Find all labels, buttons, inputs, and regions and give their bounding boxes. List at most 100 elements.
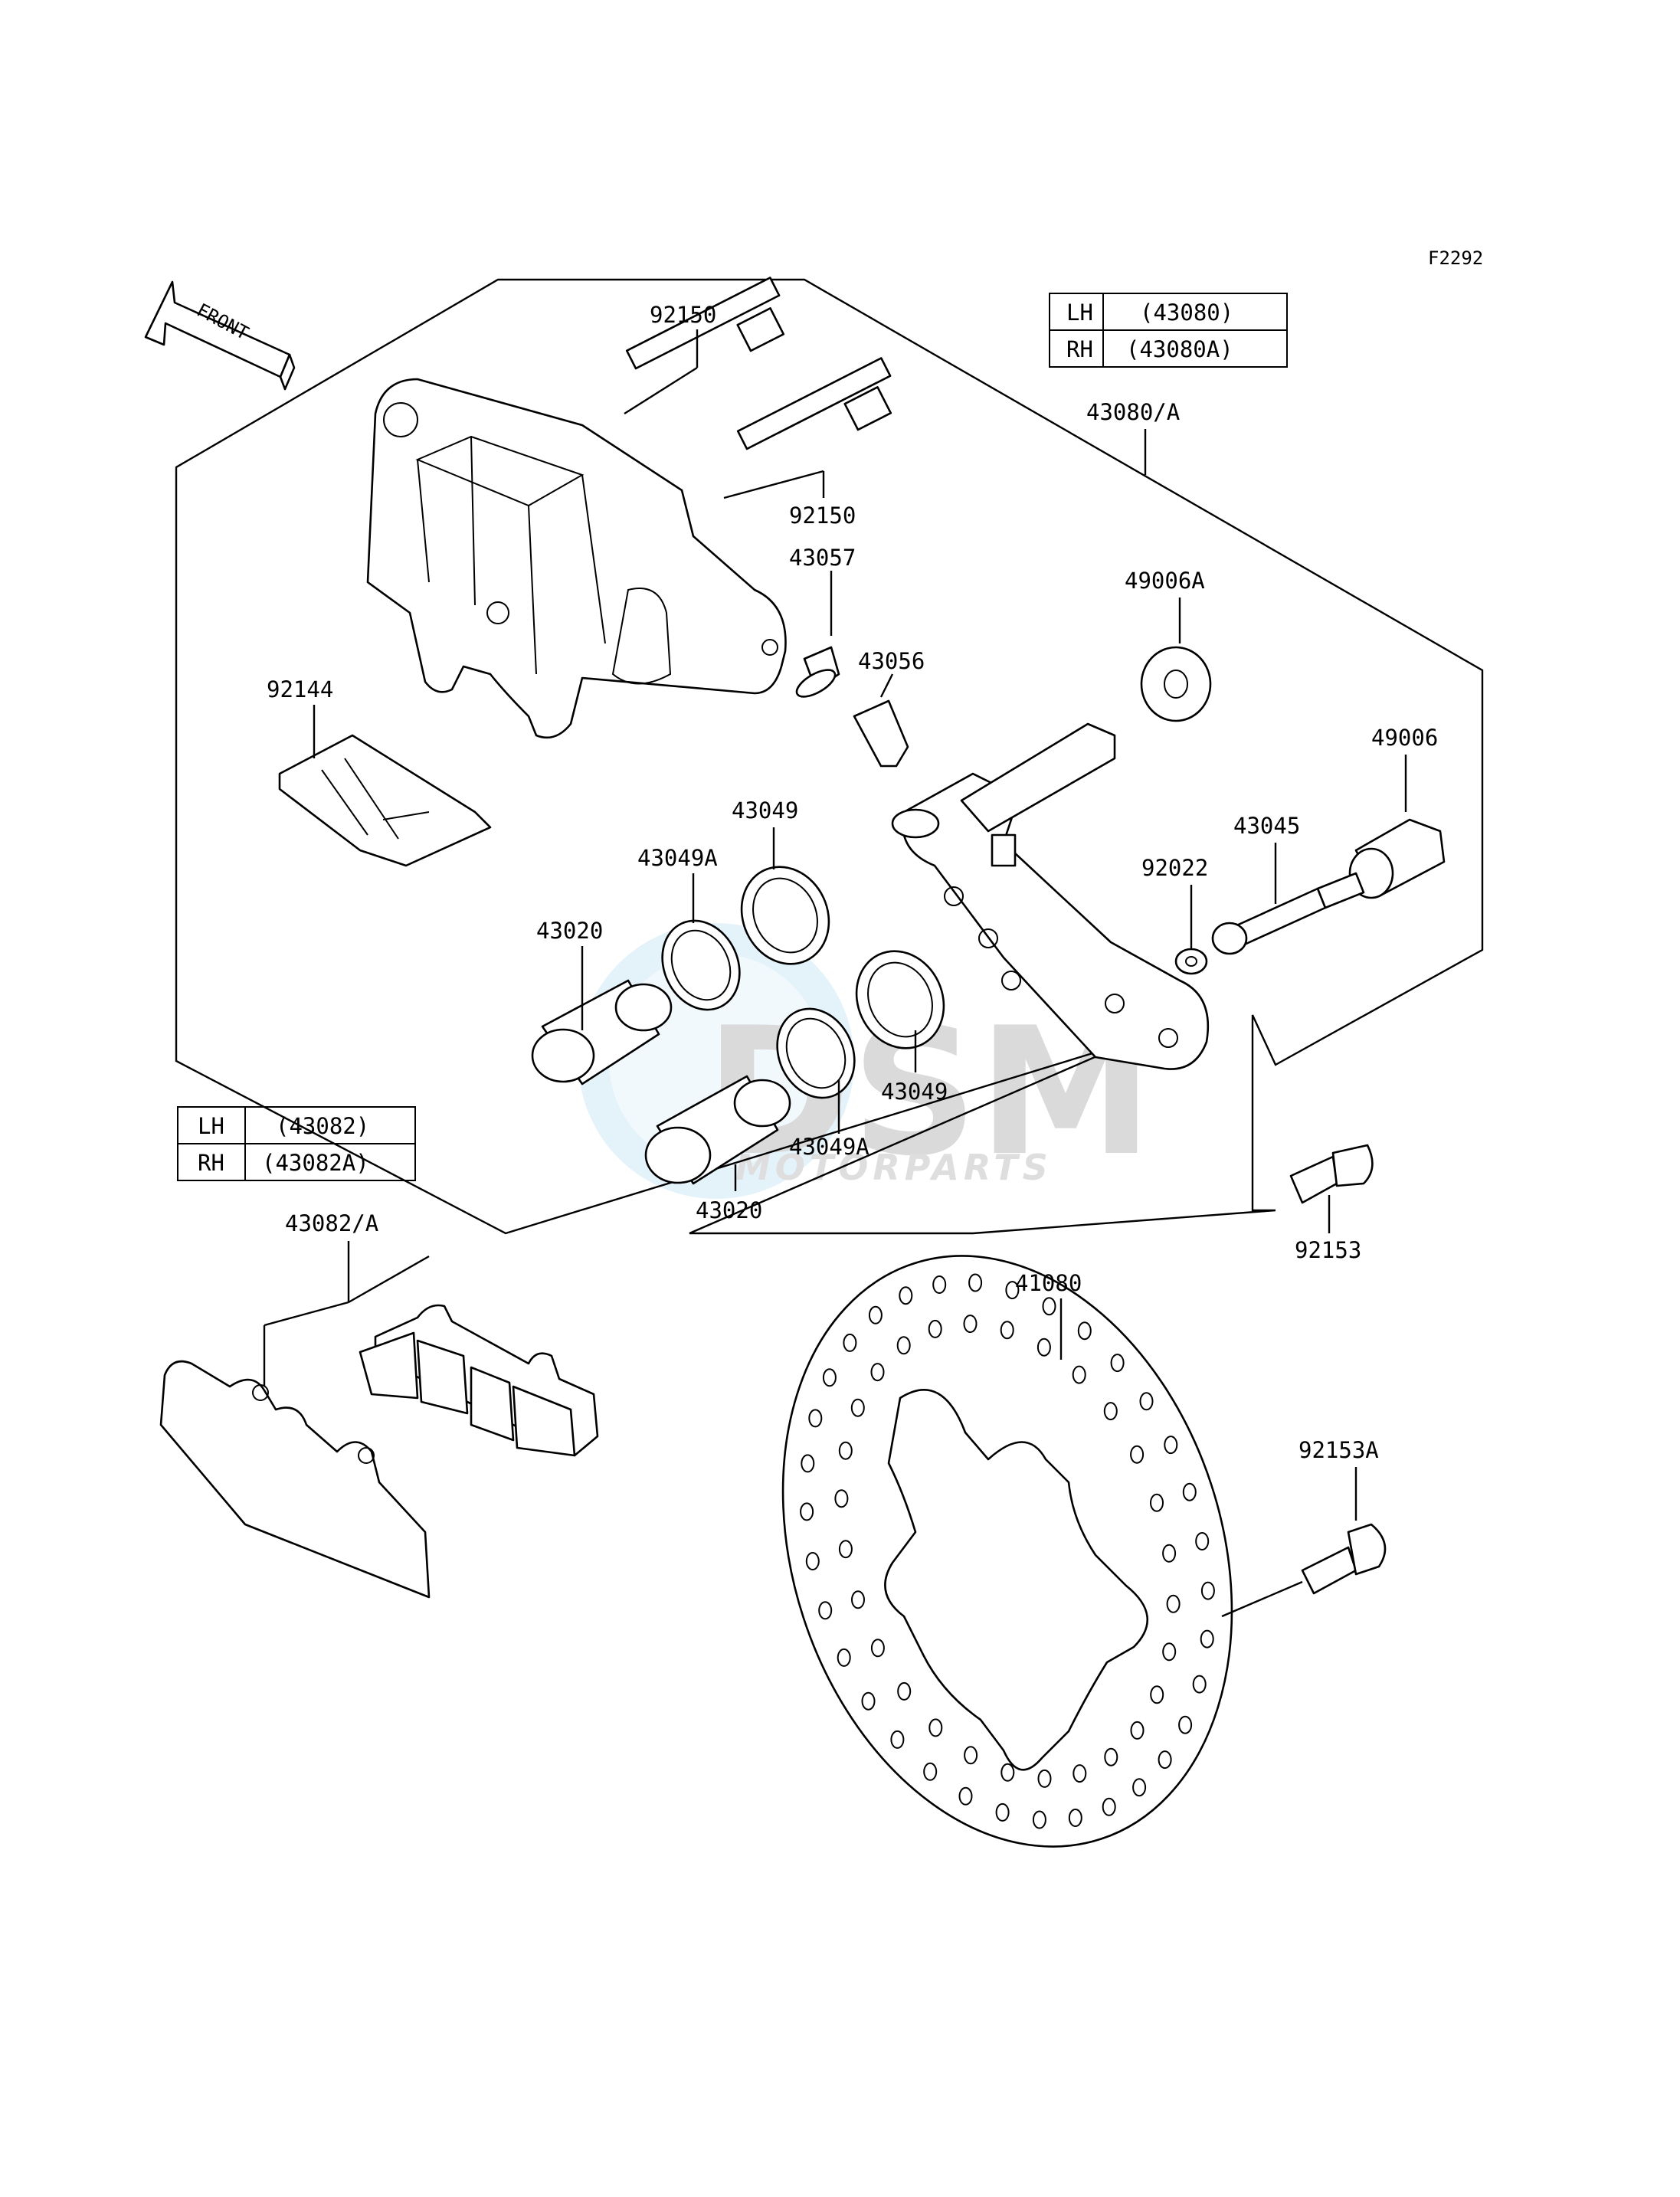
- pad-table-lh-part: (43082): [276, 1113, 369, 1139]
- watermark-sub: MOTORPARTS: [735, 1147, 1053, 1188]
- disc-hole: [1200, 1581, 1215, 1600]
- disc-holes: [800, 1273, 1215, 1829]
- washer: [1174, 948, 1208, 975]
- disc-hole: [1068, 1809, 1082, 1827]
- callout-43049a-top: 43049A: [637, 845, 718, 871]
- disc-hole: [1162, 1642, 1177, 1662]
- callout-41080: 41080: [1015, 1270, 1082, 1296]
- disc-hole: [1005, 1281, 1020, 1300]
- callout-43056: 43056: [858, 648, 925, 674]
- disc-hole: [1103, 1402, 1118, 1421]
- figure-code: F2292: [1428, 247, 1483, 269]
- leader-lines: [263, 329, 1407, 1618]
- disc-hole: [896, 1336, 911, 1355]
- disc-hole: [1164, 1436, 1178, 1455]
- disc-hole: [822, 1368, 837, 1387]
- callout-43057: 43057: [789, 545, 856, 571]
- disc-hole: [1037, 1769, 1052, 1788]
- disc-hole: [1036, 1338, 1051, 1357]
- piston-left: [531, 979, 673, 1085]
- disc-hole: [851, 1590, 865, 1609]
- slide-pin-middle: [736, 357, 892, 450]
- callout-92153a: 92153A: [1298, 1437, 1379, 1463]
- callout-43049a-bottom: 43049A: [789, 1134, 869, 1160]
- disc-hole: [968, 1273, 983, 1292]
- callouts: 92150 92150 43080/A 43057 43056 49006A 4…: [267, 302, 1438, 1463]
- disc-hole: [928, 1319, 942, 1338]
- callout-43049-top: 43049: [732, 797, 798, 823]
- disc-hole: [1032, 1810, 1046, 1829]
- brake-disc: [781, 1255, 1233, 1848]
- disc-hole: [1102, 1797, 1116, 1816]
- disc-hole: [1110, 1354, 1125, 1373]
- callout-43045: 43045: [1233, 813, 1300, 839]
- caliper-table-lh-part: (43080): [1140, 300, 1233, 326]
- disc-hole: [1182, 1482, 1197, 1501]
- disc-hole: [1150, 1493, 1164, 1512]
- brake-pad-set: [159, 1304, 599, 1599]
- disc-hole: [1000, 1321, 1014, 1340]
- callout-92150-middle: 92150: [789, 503, 856, 529]
- disc-hole: [1073, 1764, 1087, 1783]
- disc-hole: [838, 1441, 853, 1460]
- caliper-table-rh-part: (43080A): [1126, 336, 1233, 362]
- bracket-mount-bolt: [1289, 1144, 1374, 1204]
- callout-43020-bottom: 43020: [696, 1197, 762, 1223]
- disc-hole: [923, 1762, 938, 1781]
- disc-hole: [1104, 1747, 1118, 1766]
- caliper-table-rh-side: RH: [1066, 336, 1093, 362]
- disc-hole: [932, 1275, 947, 1294]
- piston-bottom: [644, 1075, 791, 1185]
- disc-hole: [890, 1730, 905, 1749]
- disc-hole: [1200, 1629, 1214, 1649]
- disc-hole: [834, 1489, 849, 1508]
- bracket-pin-bolt: [1211, 872, 1365, 955]
- disc-hole: [861, 1691, 876, 1711]
- caliper-bracket: [891, 722, 1210, 1070]
- callout-43082a: 43082/A: [285, 1210, 378, 1236]
- pad-spring: [278, 734, 492, 867]
- disc-hole: [837, 1648, 851, 1667]
- disc-hole: [995, 1802, 1010, 1822]
- piston-seal-top: [740, 866, 830, 965]
- disc-hole: [897, 1681, 912, 1701]
- disc-hole: [1162, 1544, 1177, 1563]
- disc-hole: [1077, 1321, 1092, 1341]
- disc-hole: [1158, 1750, 1172, 1770]
- disc-hole: [843, 1333, 857, 1352]
- disc-hole: [964, 1746, 978, 1765]
- disc-hole: [1072, 1365, 1086, 1384]
- disc-hole: [870, 1363, 885, 1382]
- disc-hole: [1000, 1763, 1015, 1782]
- callout-49006: 49006: [1371, 725, 1438, 751]
- pad-side-table: LH (43082) RH (43082A): [177, 1106, 416, 1181]
- disc-hole: [958, 1786, 973, 1806]
- disc-hole: [1042, 1297, 1056, 1316]
- piston-seal-bottom: [855, 950, 945, 1049]
- disc-hole: [928, 1718, 943, 1737]
- disc-hole: [1132, 1778, 1147, 1797]
- disc-hole: [870, 1639, 885, 1658]
- disc-hole: [868, 1305, 883, 1324]
- callout-43020-left: 43020: [536, 918, 603, 944]
- slide-pin-top: [625, 277, 785, 370]
- disc-hole: [1166, 1594, 1181, 1613]
- caliper-body: [366, 378, 787, 739]
- bracket-boot: [1348, 818, 1446, 899]
- disc-hole: [1192, 1675, 1207, 1694]
- disc-hole: [899, 1286, 913, 1305]
- disc-bolt: [1301, 1523, 1387, 1595]
- pad-table-lh-side: LH: [198, 1113, 224, 1139]
- callout-43080a: 43080/A: [1086, 399, 1180, 425]
- callout-92144: 92144: [267, 676, 333, 702]
- disc-hole: [801, 1454, 815, 1473]
- callout-92153: 92153: [1295, 1237, 1361, 1263]
- disc-hole: [1178, 1715, 1193, 1734]
- disc-hole: [805, 1552, 820, 1570]
- disc-hole: [1139, 1392, 1154, 1411]
- caliper-table-lh-side: LH: [1066, 300, 1093, 326]
- disc-hole: [808, 1409, 823, 1428]
- disc-hole: [800, 1502, 814, 1521]
- callout-43049-bottom: 43049: [881, 1079, 948, 1105]
